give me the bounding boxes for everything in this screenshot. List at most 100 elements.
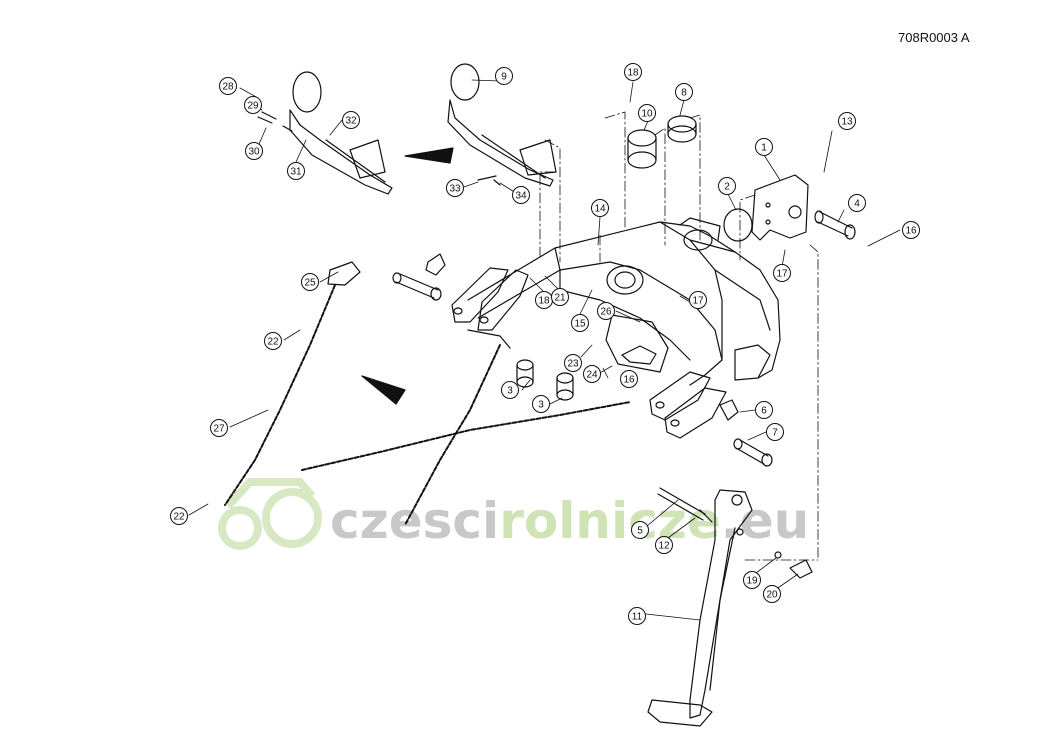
callout-number: 2: [724, 182, 730, 193]
callout-number: 16: [905, 226, 917, 237]
callout-number: 11: [632, 612, 643, 623]
callout-7: 7: [766, 423, 784, 441]
safety-chain-center: [301, 344, 631, 526]
callout-number: 26: [600, 307, 612, 318]
callout-number: 18: [627, 68, 639, 79]
callout-10: 10: [638, 104, 656, 122]
callout-31: 31: [287, 162, 305, 180]
callout-number: 5: [637, 526, 643, 537]
callout-circle: [628, 607, 646, 625]
callout-29: 29: [244, 96, 262, 114]
callout-33: 33: [446, 179, 464, 197]
watermark-part2: rolnicze: [499, 492, 721, 550]
watermark: czescirolnicze.eu: [218, 478, 810, 550]
callout-circle: [301, 273, 319, 291]
callout-number: 21: [554, 293, 566, 304]
callout-circle: [597, 302, 615, 320]
callout-number: 8: [681, 88, 687, 99]
callout-25: 25: [301, 273, 319, 291]
callout-circle: [571, 314, 589, 332]
callout-number: 1: [761, 143, 767, 154]
callout-circle: [743, 571, 761, 589]
callout-number: 28: [222, 82, 234, 93]
callout-number: 7: [772, 428, 778, 439]
callout-number: 22: [173, 512, 185, 523]
callout-3: 3: [532, 395, 550, 413]
spacer-3b: [556, 372, 574, 401]
callout-circle: [624, 63, 642, 81]
callout-number: 32: [345, 116, 357, 127]
watermark-part3: .eu: [721, 492, 810, 550]
jack-bracket: [605, 314, 669, 373]
callout-number: 6: [761, 406, 767, 417]
callout-number: 13: [841, 117, 853, 128]
callout-16: 16: [620, 370, 638, 388]
callout-number: 9: [501, 72, 507, 83]
callout-13: 13: [838, 112, 856, 130]
callout-number: 12: [658, 541, 670, 552]
callout-28: 28: [219, 77, 237, 95]
callout-number: 27: [213, 424, 225, 435]
callout-circle: [210, 419, 228, 437]
callout-circle: [766, 423, 784, 441]
callout-number: 31: [290, 167, 302, 178]
jack-stand: [647, 487, 813, 727]
callout-circle: [689, 291, 707, 309]
callout-number: 29: [247, 101, 259, 112]
callout-4: 4: [848, 194, 866, 212]
bushing-10: [627, 129, 657, 169]
callout-22: 22: [170, 507, 188, 525]
mount-bracket: [751, 174, 809, 241]
callout-26: 26: [597, 302, 615, 320]
callout-18: 18: [535, 291, 553, 309]
assembly-lines: [539, 111, 819, 561]
callout-circle: [170, 507, 188, 525]
callout-11: 11: [628, 607, 646, 625]
callout-circle: [675, 83, 693, 101]
callout-circle: [342, 111, 360, 129]
callout-number: 17: [692, 296, 704, 307]
arrow-indicator-top: [404, 147, 454, 164]
lock-pin-detail-right: [447, 63, 557, 187]
callout-17: 17: [773, 264, 791, 282]
callout-34: 34: [512, 186, 530, 204]
lock-pin-detail-left: [257, 71, 393, 195]
callout-circle: [620, 370, 638, 388]
callout-15: 15: [571, 314, 589, 332]
callout-circle: [219, 77, 237, 95]
callout-circle: [902, 221, 920, 239]
pin-4: [814, 210, 856, 240]
tractor-logo: [218, 478, 322, 550]
callout-number: 33: [449, 184, 461, 195]
callout-number: 23: [567, 359, 579, 370]
spacer-3a: [516, 359, 534, 388]
callout-circle: [532, 395, 550, 413]
callout-number: 17: [776, 269, 788, 280]
left-hitch-pin: [392, 253, 446, 301]
callout-circle: [564, 354, 582, 372]
callout-27: 27: [210, 419, 228, 437]
callout-number: 16: [623, 375, 635, 386]
left-clevis: [451, 267, 529, 349]
right-hitch-pin: [719, 399, 773, 467]
bushing-8: [667, 115, 697, 143]
callout-circle: [848, 194, 866, 212]
callout-8: 8: [675, 83, 693, 101]
seal-ring: [723, 208, 753, 242]
callout-number: 22: [267, 337, 279, 348]
callout-circle: [755, 138, 773, 156]
callout-circle: [501, 381, 519, 399]
callout-circle: [763, 585, 781, 603]
callout-12: 12: [655, 536, 673, 554]
callout-circle: [446, 179, 464, 197]
callout-2: 2: [718, 177, 736, 195]
callout-circle: [655, 536, 673, 554]
callout-circle: [838, 112, 856, 130]
callout-circle: [755, 401, 773, 419]
callout-20: 20: [763, 585, 781, 603]
right-clevis: [649, 371, 727, 439]
callout-labels: 1233456789101112131415161617171818192021…: [170, 63, 920, 625]
callout-circle: [591, 199, 609, 217]
callout-23: 23: [564, 354, 582, 372]
callout-circle: [631, 521, 649, 539]
